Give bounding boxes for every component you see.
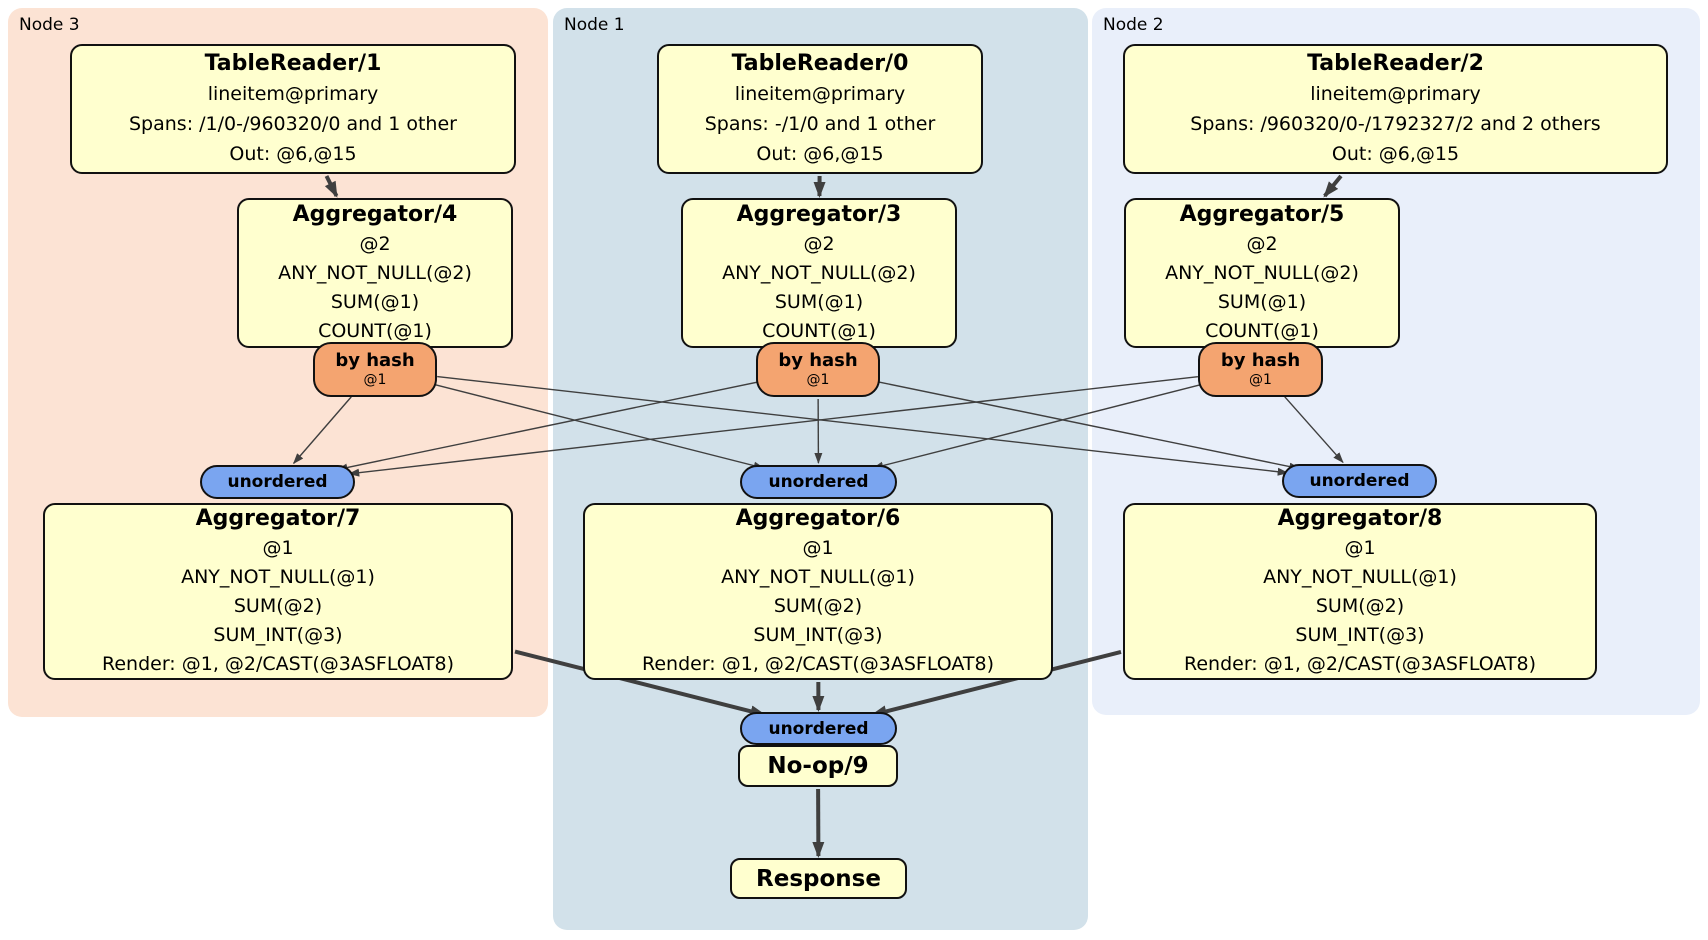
- node-1-label: Node 1: [564, 15, 625, 35]
- box-line: SUM(@2): [1315, 595, 1405, 617]
- tablereader-1-box: TableReader/1 lineitem@primary Spans: /1…: [70, 44, 516, 174]
- sync-label: unordered: [227, 472, 328, 492]
- router-label: by hash: [335, 350, 415, 371]
- box-line: SUM_INT(@3): [753, 624, 883, 646]
- box-line: Spans: -/1/0 and 1 other: [704, 113, 936, 135]
- box-title: Aggregator/7: [195, 506, 361, 531]
- box-title: No-op/9: [767, 753, 869, 779]
- box-line: SUM_INT(@3): [213, 624, 343, 646]
- box-line: SUM_INT(@3): [1295, 624, 1425, 646]
- aggregator-7-box: Aggregator/7 @1 ANY_NOT_NULL(@1) SUM(@2)…: [43, 503, 513, 680]
- box-title: Response: [756, 865, 881, 892]
- router-label: by hash: [1220, 350, 1301, 371]
- box-title: TableReader/2: [1307, 51, 1484, 76]
- box-title: TableReader/0: [731, 51, 909, 76]
- box-line: lineitem@primary: [1310, 83, 1481, 105]
- router-key: @1: [1249, 372, 1272, 388]
- node-3-label: Node 3: [19, 15, 80, 35]
- box-line: @2: [1246, 233, 1278, 255]
- unordered-sync-7: unordered: [200, 465, 355, 499]
- box-line: Render: @1, @2/CAST(@3ASFLOAT8): [642, 653, 994, 675]
- box-line: @2: [803, 233, 835, 255]
- box-line: SUM(@1): [774, 291, 864, 313]
- unordered-sync-6: unordered: [740, 465, 897, 499]
- box-line: Out: @6,@15: [756, 143, 884, 165]
- by-hash-router-4: by hash @1: [313, 342, 437, 397]
- box-line: Spans: /960320/0-/1792327/2 and 2 others: [1190, 113, 1601, 135]
- box-title: Aggregator/5: [1179, 202, 1345, 227]
- box-line: COUNT(@1): [1205, 320, 1319, 342]
- aggregator-8-box: Aggregator/8 @1 ANY_NOT_NULL(@1) SUM(@2)…: [1123, 503, 1597, 680]
- tablereader-2-box: TableReader/2 lineitem@primary Spans: /9…: [1123, 44, 1668, 174]
- aggregator-3-box: Aggregator/3 @2 ANY_NOT_NULL(@2) SUM(@1)…: [681, 198, 957, 348]
- box-line: ANY_NOT_NULL(@2): [722, 262, 916, 284]
- box-line: SUM(@2): [233, 595, 323, 617]
- box-title: Aggregator/6: [735, 506, 901, 531]
- box-line: SUM(@1): [330, 291, 420, 313]
- router-key: @1: [806, 372, 830, 388]
- box-line: ANY_NOT_NULL(@1): [181, 566, 375, 588]
- box-title: Aggregator/8: [1277, 506, 1443, 531]
- box-line: COUNT(@1): [318, 320, 432, 342]
- box-line: ANY_NOT_NULL(@1): [1263, 566, 1457, 588]
- sync-label: unordered: [1309, 471, 1410, 491]
- box-title: TableReader/1: [204, 51, 382, 76]
- box-line: ANY_NOT_NULL(@1): [721, 566, 915, 588]
- box-line: @1: [262, 537, 294, 559]
- aggregator-4-box: Aggregator/4 @2 ANY_NOT_NULL(@2) SUM(@1)…: [237, 198, 513, 348]
- aggregator-6-box: Aggregator/6 @1 ANY_NOT_NULL(@1) SUM(@2)…: [583, 503, 1053, 680]
- box-line: lineitem@primary: [734, 83, 906, 105]
- router-label: by hash: [778, 350, 858, 371]
- node-2-label: Node 2: [1103, 15, 1164, 35]
- box-line: Render: @1, @2/CAST(@3ASFLOAT8): [102, 653, 454, 675]
- router-key: @1: [363, 372, 387, 388]
- unordered-sync-8: unordered: [1282, 464, 1437, 498]
- box-line: @2: [359, 233, 391, 255]
- box-line: ANY_NOT_NULL(@2): [1165, 262, 1359, 284]
- tablereader-0-box: TableReader/0 lineitem@primary Spans: -/…: [657, 44, 983, 174]
- box-line: ANY_NOT_NULL(@2): [278, 262, 472, 284]
- box-line: @1: [1344, 537, 1376, 559]
- box-line: SUM(@2): [773, 595, 863, 617]
- box-line: @1: [802, 537, 834, 559]
- by-hash-router-3: by hash @1: [756, 342, 880, 397]
- sync-label: unordered: [768, 472, 869, 492]
- box-line: COUNT(@1): [762, 320, 876, 342]
- aggregator-5-box: Aggregator/5 @2 ANY_NOT_NULL(@2) SUM(@1)…: [1124, 198, 1400, 348]
- box-line: SUM(@1): [1217, 291, 1307, 313]
- box-line: Out: @6,@15: [1331, 143, 1460, 165]
- box-line: Render: @1, @2/CAST(@3ASFLOAT8): [1184, 653, 1536, 675]
- by-hash-router-5: by hash @1: [1198, 342, 1323, 397]
- response-box: Response: [730, 858, 907, 899]
- box-line: lineitem@primary: [207, 83, 379, 105]
- unordered-sync-final: unordered: [740, 712, 897, 745]
- box-title: Aggregator/3: [736, 202, 902, 227]
- box-line: Out: @6,@15: [229, 143, 357, 165]
- noop-box: No-op/9: [738, 745, 898, 787]
- box-title: Aggregator/4: [292, 202, 458, 227]
- sync-label: unordered: [768, 718, 869, 739]
- box-line: Spans: /1/0-/960320/0 and 1 other: [129, 113, 457, 135]
